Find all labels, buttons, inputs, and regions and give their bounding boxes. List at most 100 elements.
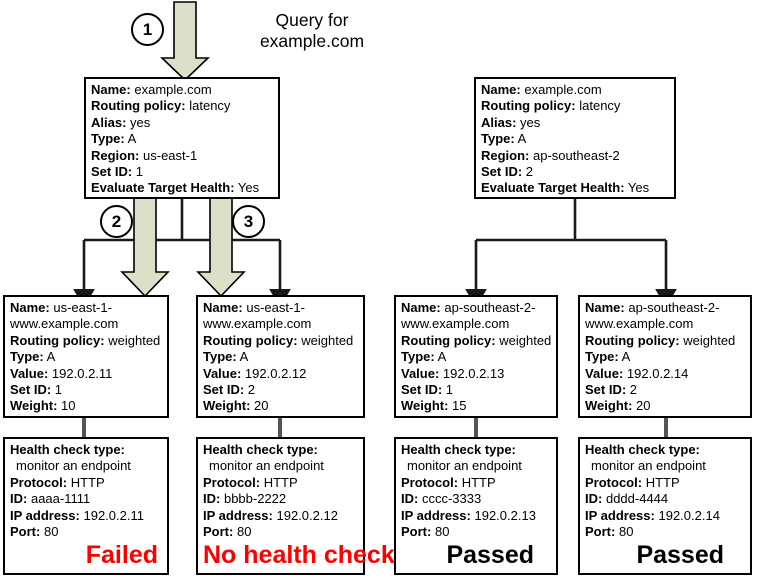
field-key: Set ID: (10, 382, 52, 398)
field-value: weighted (499, 332, 552, 348)
record-field: Routing policy: latency (481, 98, 674, 114)
field-value: HTTP (263, 474, 298, 490)
health-check-status-badge: Failed (85, 541, 158, 570)
health-check-field: IP address: 192.0.2.13 (401, 508, 556, 524)
field-value: dddd-4444 (605, 491, 669, 507)
field-key: Type: (203, 349, 237, 365)
query-caption-line-1: Query for (275, 10, 349, 30)
health-check-field: Port: 80 (203, 524, 363, 540)
health-check-field: Port: 80 (10, 524, 167, 540)
field-value: ap-southeast-2- (628, 300, 720, 315)
record-field: Routing policy: weighted (10, 333, 167, 349)
field-key: IP address: (585, 507, 655, 523)
field-key: IP address: (401, 507, 471, 523)
field-value: 2 (247, 382, 256, 398)
health-check-field: Port: 80 (401, 524, 556, 540)
field-key: Health check type: (585, 442, 700, 457)
flow-arrow-2-to-weighted-1 (120, 197, 170, 298)
health-check-type: Health check type: (585, 442, 750, 458)
record-field: Evaluate Target Health: Yes (91, 180, 278, 196)
record-field: Set ID: 1 (401, 382, 556, 398)
field-value: 20 (636, 398, 651, 414)
field-key: Region: (91, 147, 140, 163)
field-value: Yes (237, 180, 260, 196)
field-key: Protocol: (203, 474, 261, 490)
field-key: ID: (10, 491, 28, 507)
record-field: Region: ap-southeast-2 (481, 148, 674, 164)
field-key: ID: (401, 491, 419, 507)
query-caption: Query for example.com (202, 10, 422, 52)
field-key: Type: (401, 349, 435, 365)
field-key: Weight: (10, 398, 58, 414)
record-field: Set ID: 2 (481, 164, 674, 180)
record-weighted-3: Name: ap-southeast-2- www.example.com Ro… (394, 295, 558, 418)
record-field: Value: 192.0.2.12 (203, 366, 363, 382)
record-field: Weight: 10 (10, 398, 167, 414)
field-value: weighted (301, 332, 354, 348)
field-key: Set ID: (481, 164, 523, 180)
health-check-type-value: monitor an endpoint (16, 458, 131, 474)
field-value: 192.0.2.14 (658, 507, 720, 523)
field-value: 1 (135, 164, 144, 180)
health-check-field: Protocol: HTTP (585, 475, 750, 491)
health-check-type: Health check type: (401, 442, 556, 458)
health-check-field: IP address: 192.0.2.11 (10, 508, 167, 524)
field-value: 20 (254, 398, 269, 414)
field-value: weighted (108, 332, 161, 348)
field-value: us-east-1- (246, 300, 305, 315)
field-value: A (517, 131, 527, 147)
edge-weighted-to-health-checks (82, 418, 668, 437)
field-value: 192.0.2.11 (51, 365, 113, 381)
field-key: Weight: (585, 398, 633, 414)
record-field: Evaluate Target Health: Yes (481, 180, 674, 196)
health-check-field: ID: aaaa-1111 (10, 491, 167, 507)
step-marker-2: 2 (100, 205, 133, 238)
record-field: Set ID: 2 (585, 382, 750, 398)
record-field: Routing policy: weighted (203, 333, 363, 349)
field-value: example.com (134, 82, 212, 97)
field-key: Alias: (91, 114, 127, 130)
record-name-cont: www.example.com (401, 316, 510, 332)
field-key: Name: (481, 82, 521, 97)
field-key: Protocol: (401, 474, 459, 490)
field-value: 2 (525, 164, 534, 180)
health-check-field: ID: cccc-3333 (401, 491, 556, 507)
record-weighted-1: Name: us-east-1- www.example.com Routing… (3, 295, 169, 418)
field-value: A (239, 349, 249, 365)
record-field: Weight: 15 (401, 398, 556, 414)
field-value: 192.0.2.13 (442, 365, 505, 381)
record-field: Routing policy: weighted (401, 333, 556, 349)
field-key: Value: (10, 365, 49, 381)
field-value: latency (579, 98, 621, 114)
flow-arrow-1-query (160, 1, 210, 82)
health-check-type: Health check type: (203, 442, 363, 458)
record-field: Set ID: 1 (91, 164, 278, 180)
field-key: Routing policy: (401, 332, 496, 348)
field-value: 80 (618, 524, 634, 540)
record-field: Set ID: 1 (10, 382, 167, 398)
field-key: Value: (585, 365, 624, 381)
health-check-field: IP address: 192.0.2.14 (585, 508, 750, 524)
field-key: Type: (585, 349, 619, 365)
health-check-1: Health check type: monitor an endpoint P… (3, 437, 169, 575)
field-key: Routing policy: (10, 332, 105, 348)
record-field: Routing policy: weighted (585, 333, 750, 349)
health-check-field: ID: dddd-4444 (585, 491, 750, 507)
health-check-3: Health check type: monitor an endpoint P… (394, 437, 558, 575)
field-key: Name: (10, 300, 50, 315)
field-value: weighted (683, 332, 736, 348)
edge-latency-ap-southeast-2-to-weighted (465, 199, 677, 308)
health-check-type-value: monitor an endpoint (209, 458, 324, 474)
field-key: Type: (91, 131, 125, 147)
field-key: Routing policy: (203, 332, 298, 348)
record-field: Routing policy: latency (91, 98, 278, 114)
record-field: Weight: 20 (585, 398, 750, 414)
record-field: Value: 192.0.2.14 (585, 366, 750, 382)
field-key: Set ID: (203, 382, 245, 398)
step-marker-3: 3 (232, 205, 265, 238)
record-field: Type: A (585, 349, 750, 365)
health-check-type-value: monitor an endpoint (591, 458, 706, 474)
field-value: 15 (452, 398, 467, 414)
field-value: HTTP (461, 474, 496, 490)
